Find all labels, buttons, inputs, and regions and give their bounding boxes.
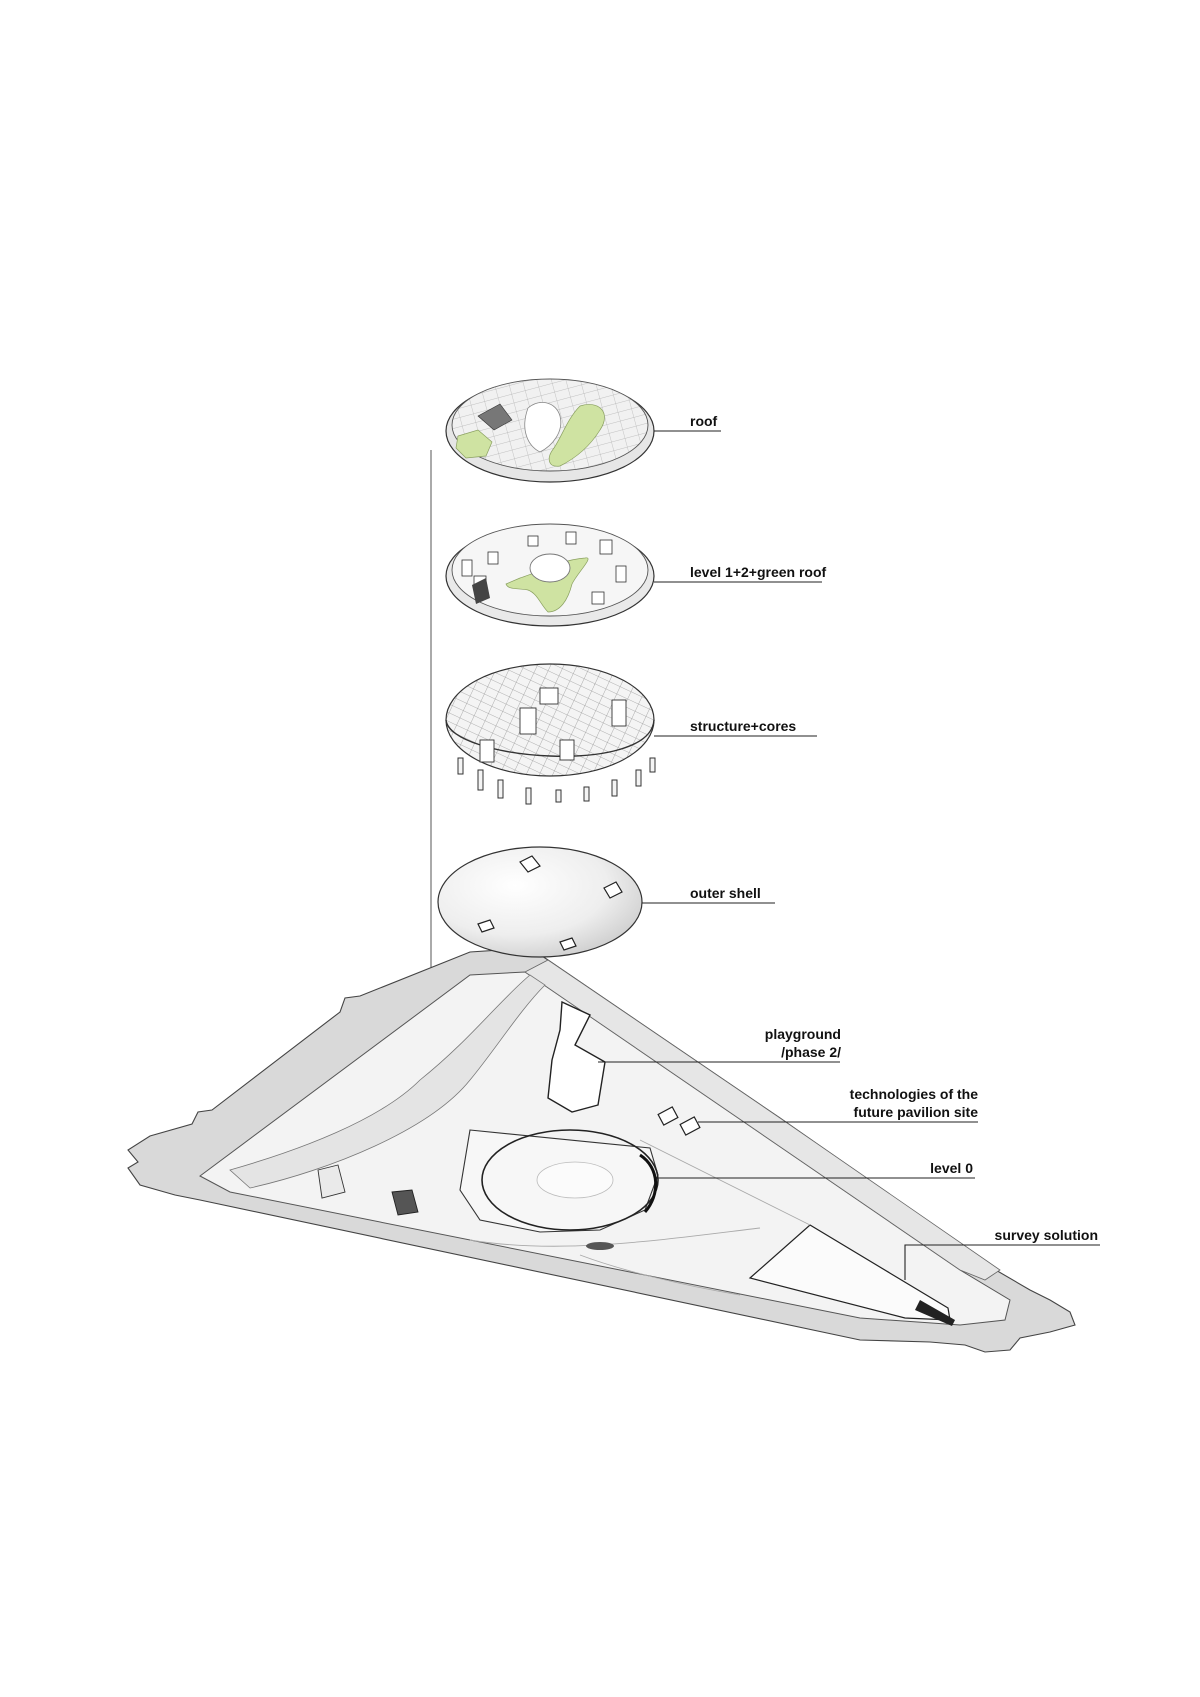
outer-shell-layer	[437, 846, 643, 958]
outer-shell	[437, 846, 643, 958]
label-level12: level 1+2+green roof	[690, 564, 827, 580]
level12-dark-core	[472, 578, 490, 604]
playground-block	[547, 1000, 606, 1113]
label-level0: level 0	[930, 1160, 973, 1176]
building-b	[391, 1189, 419, 1216]
leader-survey	[904, 1244, 1100, 1280]
labels: roof level 1+2+green roof structure+core…	[690, 413, 1098, 1243]
roof-dark-facets	[477, 403, 513, 431]
site-plan	[127, 947, 1076, 1353]
site-pond	[586, 1242, 614, 1250]
structure-layer	[445, 663, 656, 805]
site-path-2	[639, 1139, 811, 1226]
label-roof: roof	[690, 413, 718, 429]
roof-skylight	[524, 402, 562, 453]
label-structure: structure+cores	[690, 718, 796, 734]
tech-pavilion-b	[679, 1116, 701, 1136]
shell-opening-2	[603, 881, 623, 899]
roof-layer	[445, 378, 655, 483]
label-technologies-line1: technologies of the	[850, 1086, 979, 1102]
leader-lines	[598, 430, 1100, 1280]
label-playground-line1: playground	[765, 1026, 841, 1042]
roof-green-left	[455, 429, 493, 459]
level12-layer	[445, 523, 655, 627]
roof-green-right	[548, 404, 605, 467]
label-outer-shell: outer shell	[690, 885, 761, 901]
label-survey: survey solution	[995, 1227, 1098, 1243]
shell-opening-3	[477, 919, 495, 933]
tech-pavilion-a	[657, 1106, 679, 1126]
site-path-3	[579, 1254, 741, 1296]
road-band-right	[524, 959, 1001, 1281]
structure-rim	[445, 719, 655, 757]
structure-columns	[457, 757, 656, 805]
shell-opening-4	[559, 937, 577, 951]
level0-dark-arc	[639, 1153, 658, 1213]
structure-cores	[479, 687, 627, 763]
level0-mound	[536, 1161, 614, 1199]
survey-block	[748, 1224, 951, 1321]
survey-dark-edge	[915, 1300, 955, 1326]
building-a	[317, 1164, 346, 1199]
label-technologies-line2: future pavilion site	[854, 1104, 979, 1120]
park-curve	[229, 974, 546, 1189]
shell-opening-1	[519, 855, 541, 873]
level12-atrium	[529, 553, 571, 583]
level0-circle	[481, 1129, 659, 1231]
label-playground-line2: /phase 2/	[781, 1044, 841, 1060]
